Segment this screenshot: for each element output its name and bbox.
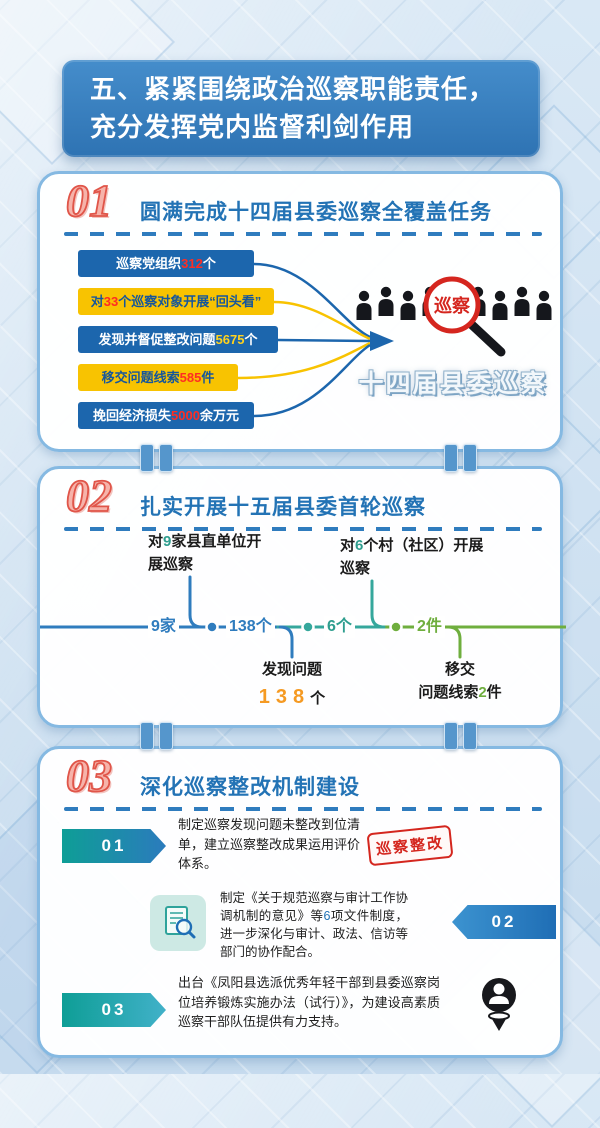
item-text-number: 6 — [323, 909, 331, 924]
arrow-head — [370, 331, 394, 351]
main-title-line1: 五、紧紧围绕政治巡察职能责任， — [90, 74, 496, 104]
stat-suffix: 个 — [202, 256, 216, 271]
label-suffix: 家县直单位开展巡察 — [148, 533, 262, 573]
label-line2: 138个 — [237, 682, 347, 712]
stat-prefix: 移交问题线索 — [101, 370, 180, 385]
stat-prefix: 发现并督促整改问题 — [98, 332, 216, 347]
card-connector — [140, 722, 173, 750]
timeline-label-clues-transferred: 移交 问题线索2件 — [400, 659, 520, 704]
timeline-label-problems-found: 发现问题 138个 — [237, 659, 347, 712]
stat-bar-clues-transferred: 移交问题线索585件 — [78, 364, 238, 391]
stat-number: 5000 — [171, 408, 200, 423]
ribbon-number: 03 — [101, 1000, 127, 1019]
card-connector — [444, 444, 477, 472]
label-line1: 移交 — [444, 661, 475, 678]
stat-bar-party-organizations: 巡察党组织312个 — [78, 250, 254, 277]
item-01-text: 制定巡察发现问题未整改到位清单，建立巡察整改成果运用评价体系。 — [178, 817, 361, 871]
stat-bar-losses-recovered: 挽回经济损失5000余万元 — [78, 402, 254, 429]
section-2-title: 扎实开展十五届县委首轮巡察 — [140, 496, 426, 519]
section-2-card: 02 扎实开展十五届县委首轮巡察 对9家县直单位开展巡察 对6个村（社区）开展巡… — [37, 466, 566, 728]
timeline-node-dot — [389, 620, 403, 634]
rectification-stamp: 巡察整改 — [366, 824, 454, 867]
stat-prefix: 巡察党组织 — [116, 256, 182, 271]
item-02-text: 制定《关于规范巡察与审计工作协调机制的意见》等6项文件制度，进一步深化与审计、政… — [220, 889, 408, 962]
main-title-line2: 充分发挥党内监督利剑作用 — [90, 112, 415, 142]
converging-lines — [237, 262, 394, 418]
connector-block — [159, 444, 173, 472]
ribbon-number: 02 — [491, 912, 517, 931]
magnifier-handle-icon — [466, 319, 506, 357]
connector-block — [463, 722, 477, 750]
document-search-icon — [150, 895, 206, 951]
item-03-ribbon: 03 — [62, 993, 166, 1027]
timeline-node-dot — [301, 620, 315, 634]
timeline-label-villages: 对6个村（社区）开展巡察 — [340, 535, 490, 580]
stat-suffix: 个巡察对象开展“回头看” — [118, 294, 262, 309]
label-number: 6 — [355, 537, 364, 554]
stat-suffix: 余万元 — [199, 408, 239, 423]
stat-number: 312 — [181, 256, 203, 271]
person-pin-icon — [476, 975, 522, 1037]
connector-block — [463, 444, 477, 472]
label-suffix: 个村（社区）开展巡察 — [340, 537, 484, 577]
connector-block — [444, 444, 458, 472]
stat-bar-lookback-targets: 对33个巡察对象开展“回头看” — [78, 288, 274, 315]
connector-block — [140, 722, 154, 750]
timeline-label-units: 对9家县直单位开展巡察 — [148, 531, 270, 576]
illustration-caption: 十四届县委巡察 — [358, 370, 548, 398]
label-number: 138 — [258, 685, 311, 708]
timeline-node-6villages: 6个 — [324, 616, 355, 638]
label-prefix: 对 — [340, 537, 356, 554]
card-connector — [444, 722, 477, 750]
stat-number: 33 — [103, 294, 119, 309]
main-title-banner: 五、紧紧围绕政治巡察职能责任， 充分发挥党内监督利剑作用 — [62, 60, 540, 157]
section-3-card: 03 深化巡察整改机制建设 01 制定巡察发现问题未整改到位清单，建立巡察整改成… — [37, 746, 563, 1058]
stat-prefix: 对 — [90, 294, 104, 309]
item-02-ribbon: 02 — [452, 905, 556, 939]
label-line1: 发现问题 — [261, 661, 322, 678]
ribbon-number: 01 — [101, 836, 127, 855]
timeline-node-9units: 9家 — [148, 616, 179, 638]
item-03-text: 出台《凤阳县选派优秀年轻干部到县委巡察岗位培养锻炼实施办法（试行）》，为建设高素… — [178, 975, 440, 1029]
label-line2: 问题线索2件 — [400, 682, 520, 705]
item-text-prefix: 制定《关于规范巡察与审计工作协调机制的意见》等 — [220, 891, 408, 924]
section-1-card: 01 圆满完成十四届县委巡察全覆盖任务 巡察党组织312个 对33个巡察对象开展… — [37, 171, 563, 452]
card-connector — [140, 444, 173, 472]
connector-block — [444, 722, 458, 750]
section-1-number: 01 — [65, 175, 113, 227]
section-2-number: 02 — [65, 470, 113, 522]
stat-number: 585 — [179, 370, 202, 385]
stat-suffix: 件 — [201, 370, 215, 385]
label-prefix: 问题线索 — [418, 683, 479, 701]
stat-prefix: 挽回经济损失 — [93, 408, 172, 423]
connector-block — [140, 444, 154, 472]
stat-suffix: 个 — [244, 332, 258, 347]
item-text-suffix: 项文件制度，进一步深化与审计、政法、信访等部门的协作配合。 — [220, 909, 408, 960]
magnifier-lens-icon — [423, 276, 481, 334]
timeline-node-138problems: 138个 — [226, 616, 275, 638]
stat-number: 5675 — [215, 332, 245, 347]
label-number: 9 — [163, 533, 172, 550]
stat-bar-problems-rectified: 发现并督促整改问题5675个 — [78, 326, 278, 353]
section-3-number: 03 — [65, 750, 113, 802]
dashed-divider — [64, 527, 542, 531]
section-3-title: 深化巡察整改机制建设 — [140, 776, 360, 799]
label-number: 2 — [478, 683, 487, 701]
inspection-illustration: 巡察 — [356, 276, 552, 357]
label-prefix: 对 — [148, 533, 164, 550]
timeline-node-2clues: 2件 — [414, 616, 445, 638]
dashed-divider — [64, 807, 542, 811]
timeline-node-dot — [205, 620, 219, 634]
label-suffix: 个 — [310, 689, 326, 707]
label-suffix: 件 — [486, 683, 502, 701]
connector-block — [159, 722, 173, 750]
dashed-divider — [64, 232, 542, 236]
item-01-ribbon: 01 — [62, 829, 166, 863]
magnifier-label: 巡察 — [434, 295, 471, 316]
section-1-title: 圆满完成十四届县委巡察全覆盖任务 — [140, 201, 492, 224]
